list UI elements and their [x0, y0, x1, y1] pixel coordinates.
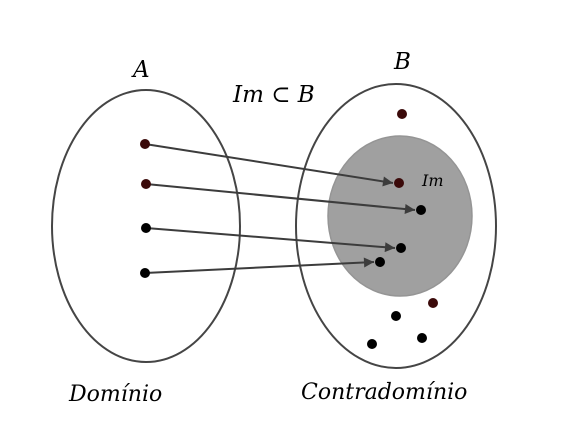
image-region [327, 135, 473, 297]
domain-point [140, 139, 150, 149]
image-point [396, 243, 406, 253]
image-point [394, 178, 404, 188]
mapping-arrow [144, 257, 375, 274]
domain-point [141, 223, 151, 233]
set-a-label: A [131, 57, 150, 83]
domain-point [140, 268, 150, 278]
codomain-point [397, 109, 407, 119]
set-b-ellipse [295, 83, 497, 369]
set-a-ellipse [51, 89, 241, 363]
codomain-point [367, 339, 377, 349]
codomain-point [417, 333, 427, 343]
domain-point [141, 179, 151, 189]
mapping-arrow [144, 143, 394, 187]
image-point [375, 257, 385, 267]
mapping-arrow [145, 183, 416, 215]
domain-label: Domínio [68, 382, 162, 407]
image-label: Im [421, 171, 444, 190]
codomain-point [391, 311, 401, 321]
mapping-arrow [145, 227, 396, 253]
codomain-point [428, 298, 438, 308]
relation-label: Im ⊂ B [232, 82, 315, 108]
image-point [416, 205, 426, 215]
codomain-label: Contradomínio [301, 380, 467, 405]
set-b-label: B [393, 49, 411, 75]
